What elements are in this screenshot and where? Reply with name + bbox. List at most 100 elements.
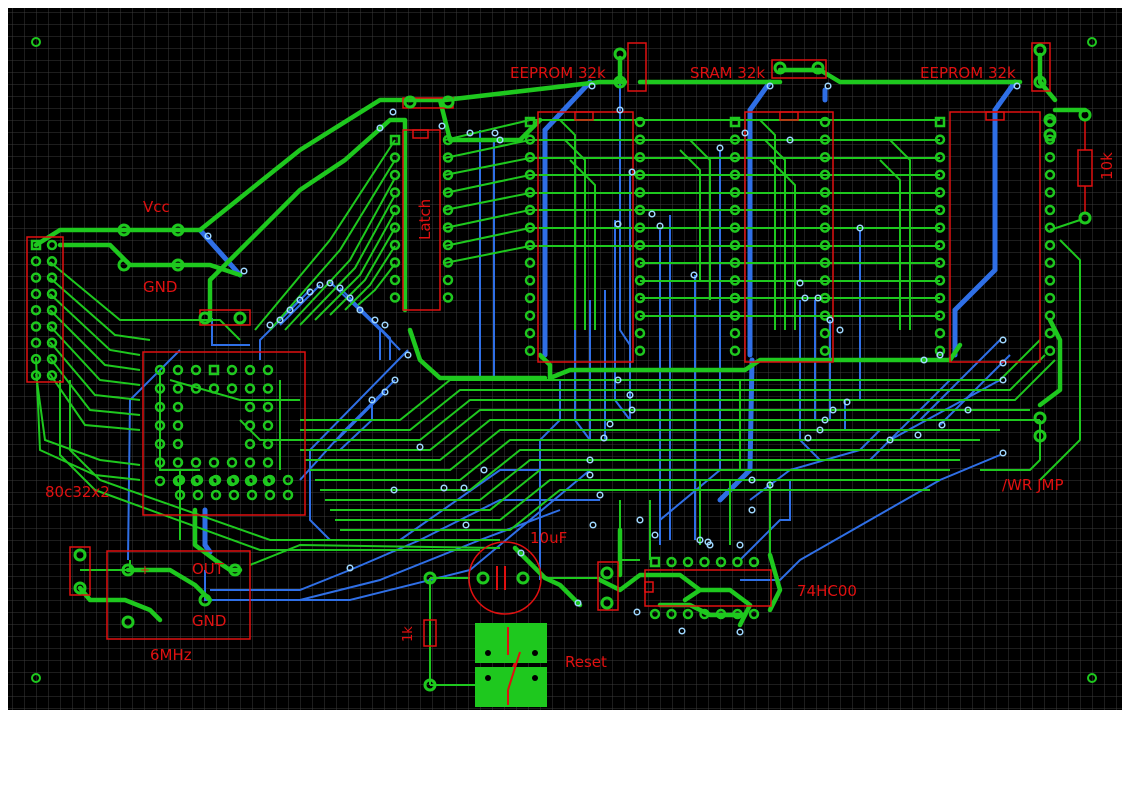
pad — [1043, 128, 1057, 142]
pad — [46, 353, 58, 365]
label-eeprom-left: EEPROM 32k — [510, 64, 606, 82]
pad — [934, 310, 946, 321]
pad — [634, 151, 646, 163]
via — [586, 456, 594, 464]
pad — [524, 222, 536, 233]
via — [821, 416, 829, 424]
pad — [442, 222, 454, 233]
pad — [262, 401, 274, 413]
pad — [442, 257, 454, 268]
pad — [634, 222, 646, 233]
mounting-hole — [31, 37, 41, 47]
via — [786, 136, 794, 144]
pad — [442, 274, 454, 286]
via — [371, 316, 379, 324]
pad — [226, 383, 238, 394]
via — [616, 106, 624, 114]
pad — [819, 310, 831, 321]
pad — [748, 608, 760, 620]
pad — [729, 292, 741, 304]
pad — [666, 608, 677, 620]
pad — [524, 116, 536, 128]
pad — [819, 239, 831, 251]
pad — [154, 383, 166, 394]
pad — [423, 678, 437, 692]
pad — [934, 239, 946, 251]
pad — [524, 257, 536, 269]
via — [656, 222, 664, 230]
pad — [1044, 169, 1056, 181]
pad — [46, 272, 58, 283]
pad — [30, 256, 42, 267]
mounting-holes — [31, 37, 1097, 683]
via — [748, 506, 756, 514]
pad — [819, 222, 831, 233]
pad — [524, 134, 536, 145]
via — [801, 294, 809, 302]
via — [204, 232, 212, 240]
eeprom-left-notch — [574, 111, 594, 121]
via — [690, 271, 698, 279]
pad — [729, 327, 741, 339]
pad — [524, 345, 536, 357]
pad — [934, 187, 946, 198]
pad — [524, 151, 536, 163]
pad — [613, 75, 627, 89]
pad — [1044, 275, 1056, 286]
pad — [1044, 151, 1056, 163]
via — [381, 321, 389, 329]
via — [628, 406, 636, 414]
via — [936, 351, 944, 359]
pad — [172, 420, 184, 431]
pad — [73, 548, 87, 562]
pad — [634, 345, 646, 357]
pad — [154, 420, 166, 431]
pad — [244, 383, 256, 394]
via — [462, 521, 470, 529]
pad — [1044, 204, 1056, 216]
via — [356, 306, 364, 314]
pad — [226, 457, 238, 468]
via — [276, 316, 284, 324]
via — [389, 108, 397, 116]
pad — [1033, 43, 1047, 57]
pad — [699, 556, 710, 568]
label-wr-jmp: /WR JMP — [1002, 476, 1064, 494]
pad — [30, 304, 42, 316]
pad — [262, 420, 274, 431]
eeprom-right-notch — [985, 111, 1005, 121]
pad — [1044, 239, 1056, 251]
resistor-1k-body — [423, 619, 437, 647]
pad — [190, 457, 202, 468]
via — [766, 82, 774, 90]
via — [404, 351, 412, 359]
via — [766, 481, 774, 489]
mcu-outline — [142, 351, 306, 516]
via — [440, 484, 448, 492]
pad — [1044, 292, 1056, 304]
via — [886, 436, 894, 444]
pad — [262, 383, 274, 394]
pad — [732, 556, 743, 568]
pad — [729, 204, 741, 216]
pad — [30, 337, 42, 349]
pad — [46, 370, 58, 381]
pad — [154, 457, 166, 468]
pad — [228, 563, 242, 577]
pad — [729, 310, 741, 321]
via — [286, 306, 294, 314]
pad — [174, 474, 186, 486]
pad — [524, 327, 536, 339]
pad — [1044, 257, 1056, 269]
pad — [246, 489, 258, 501]
jumper-outline-left — [627, 42, 647, 92]
via — [376, 124, 384, 132]
via — [920, 356, 928, 364]
pad — [476, 571, 490, 585]
pad — [246, 474, 258, 486]
pad — [819, 327, 831, 339]
pad — [682, 556, 694, 568]
via — [704, 538, 712, 546]
pad — [773, 61, 787, 75]
pad — [819, 204, 831, 216]
